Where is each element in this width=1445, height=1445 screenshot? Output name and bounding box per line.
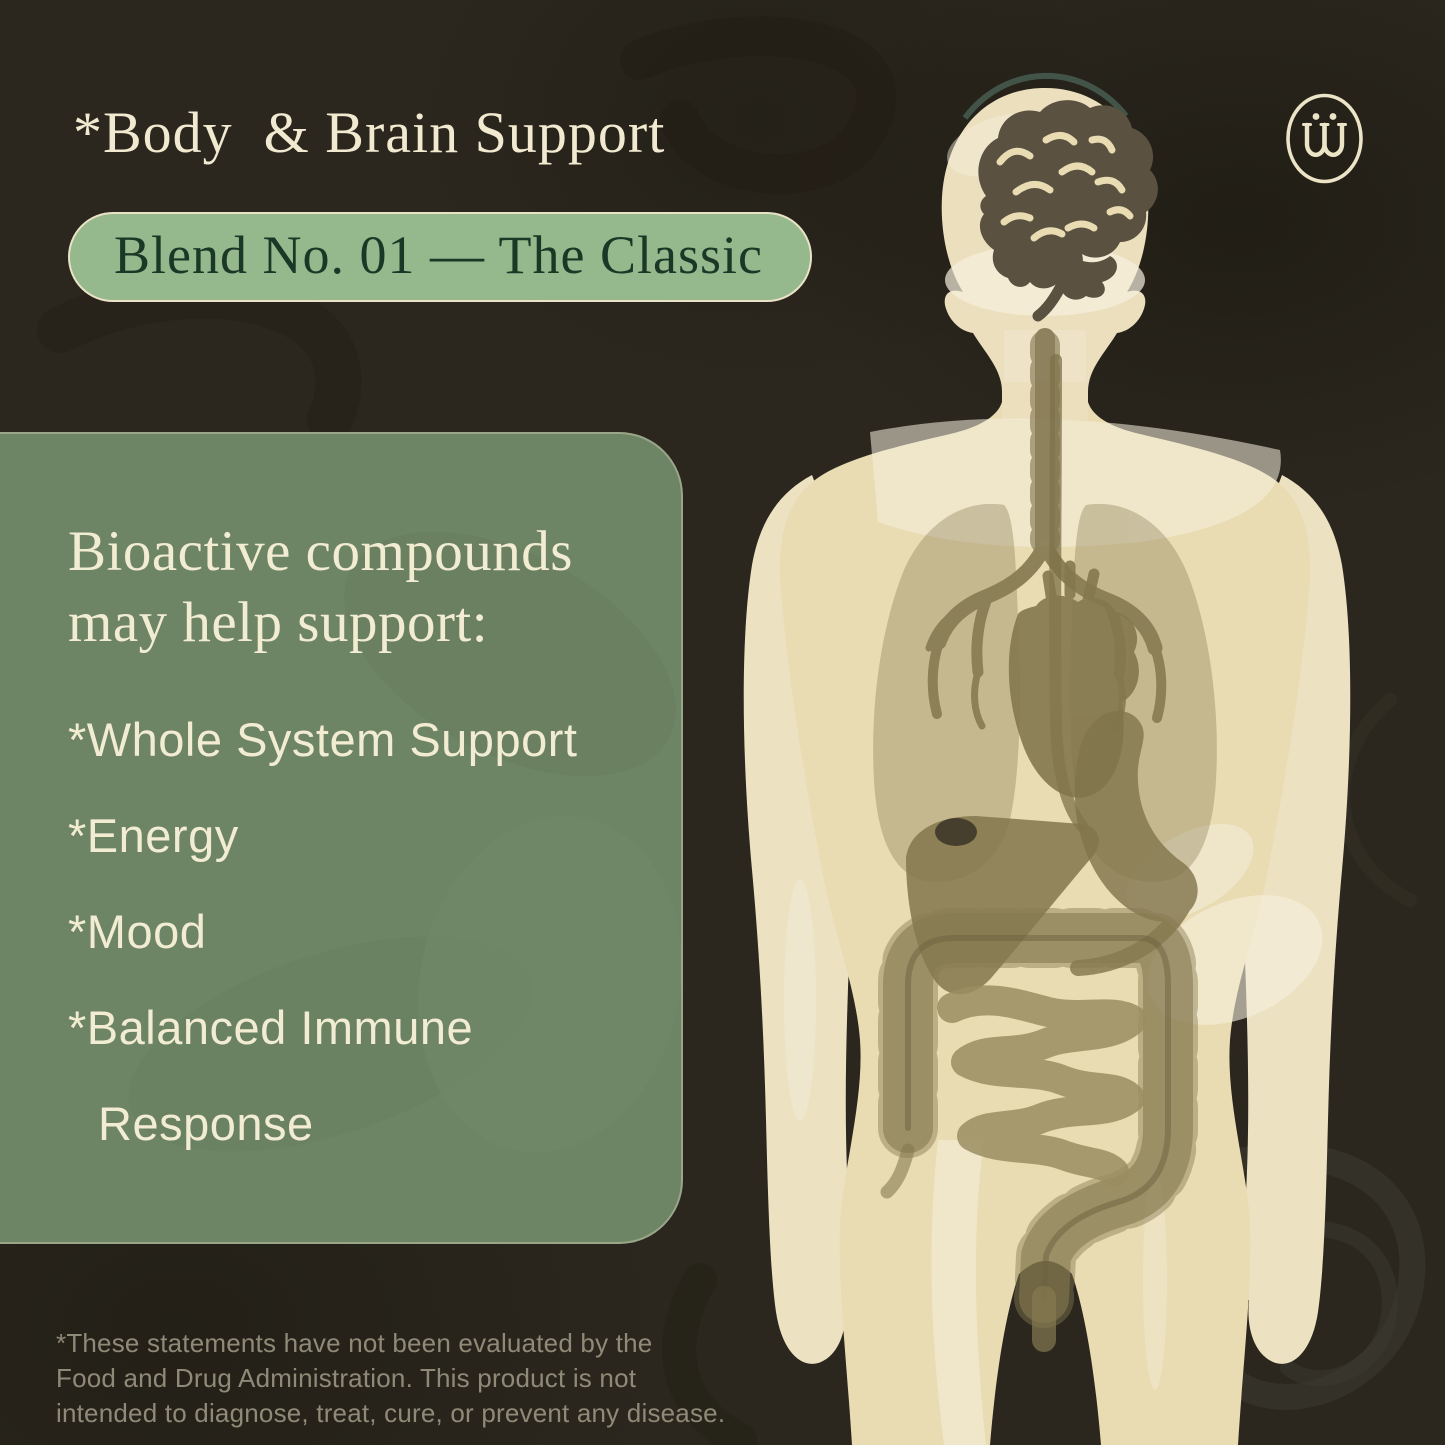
disclaimer-line: *These statements have not been evaluate… [56, 1328, 653, 1358]
trachea-icon [925, 328, 1167, 732]
panel-heading: Bioactive compounds may help support: [68, 516, 681, 658]
benefit-item: *Balanced Immune Response [68, 1001, 474, 1150]
head-crown-sliver [962, 72, 1129, 120]
benefits-list: *Whole System Support *Energy *Mood *Bal… [68, 692, 628, 1172]
blend-badge: Blend No. 01 — The Classic [68, 212, 812, 302]
panel-heading-line: may help support: [68, 591, 489, 654]
gallbladder-icon [935, 818, 977, 846]
disclaimer-text: *These statements have not been evaluate… [56, 1326, 725, 1431]
organs [873, 100, 1217, 1352]
benefit-item: *Whole System Support [68, 713, 578, 766]
benefit-item: *Mood [68, 905, 207, 958]
brain-icon [978, 100, 1158, 322]
monogram-icon [1286, 93, 1363, 184]
brand-logo [1286, 93, 1363, 184]
disclaimer-line: Food and Drug Administration. This produ… [56, 1363, 637, 1393]
blend-badge-label: Blend No. 01 — The Classic [114, 225, 763, 285]
disclaimer-line: intended to diagnose, treat, cure, or pr… [56, 1398, 726, 1428]
benefits-panel: Bioactive compounds may help support: *W… [0, 432, 683, 1244]
benefit-item: *Energy [68, 809, 239, 862]
page-title: *Body & Brain Support [73, 100, 666, 165]
small-intestine-icon [937, 985, 1147, 1187]
panel-heading-line: Bioactive compounds [68, 520, 573, 583]
colon-icon [878, 908, 1198, 1352]
